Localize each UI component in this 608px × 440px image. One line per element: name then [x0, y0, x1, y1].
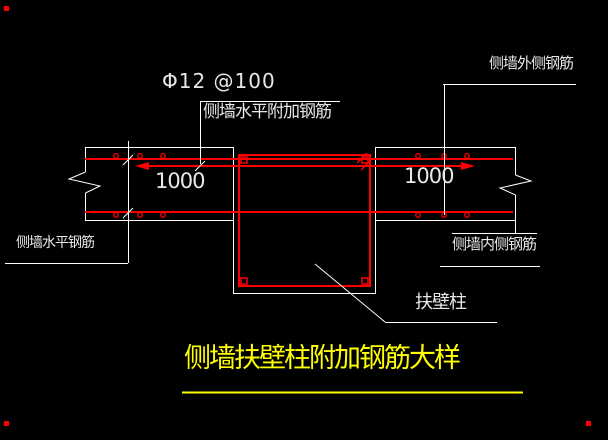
dimension-ticks-white — [122, 154, 206, 219]
added-rebar-right-hook — [461, 162, 475, 170]
break-symbol-left — [67, 171, 102, 194]
break-symbol-right — [498, 174, 533, 196]
wall-outer-rebar-label: 侧墙外侧钢筋 — [489, 54, 574, 72]
wall-outline — [85, 147, 516, 221]
wall-rebar-lines — [85, 158, 513, 213]
grip-bottom-left — [4, 421, 9, 426]
corner-bar-top-left — [240, 156, 248, 164]
column-stirrup-box — [238, 154, 371, 287]
rebar-spec-label: Φ12 @100 — [162, 69, 276, 93]
buttress-column-label: 扶壁柱 — [415, 292, 467, 313]
grip-top-left — [4, 6, 9, 11]
drawing-title: 侧墙扶壁柱附加钢筋大样 — [184, 343, 461, 374]
corner-bar-top-right — [361, 156, 369, 164]
wall-inner-rebar-label: 侧墙内侧钢筋 — [452, 235, 537, 253]
dimension-right: 1000 — [404, 164, 454, 188]
wall-horizontal-rebar-label: 侧墙水平钢筋 — [16, 235, 95, 251]
dimension-left: 1000 — [155, 169, 205, 193]
dimension-ticks-red — [356, 152, 372, 171]
column-leader-diagonal — [314, 263, 386, 323]
added-rebar-left-hook — [135, 162, 149, 170]
column-outline — [233, 147, 376, 294]
corner-bar-bottom-right — [361, 277, 369, 285]
added-rebar-line — [135, 162, 475, 170]
grip-markers — [4, 6, 591, 426]
added-horizontal-rebar-label: 侧墙水平附加钢筋 — [203, 102, 332, 122]
grip-bottom-right — [586, 421, 591, 426]
corner-bar-bottom-left — [240, 277, 248, 285]
leader-lines — [5, 84, 576, 323]
